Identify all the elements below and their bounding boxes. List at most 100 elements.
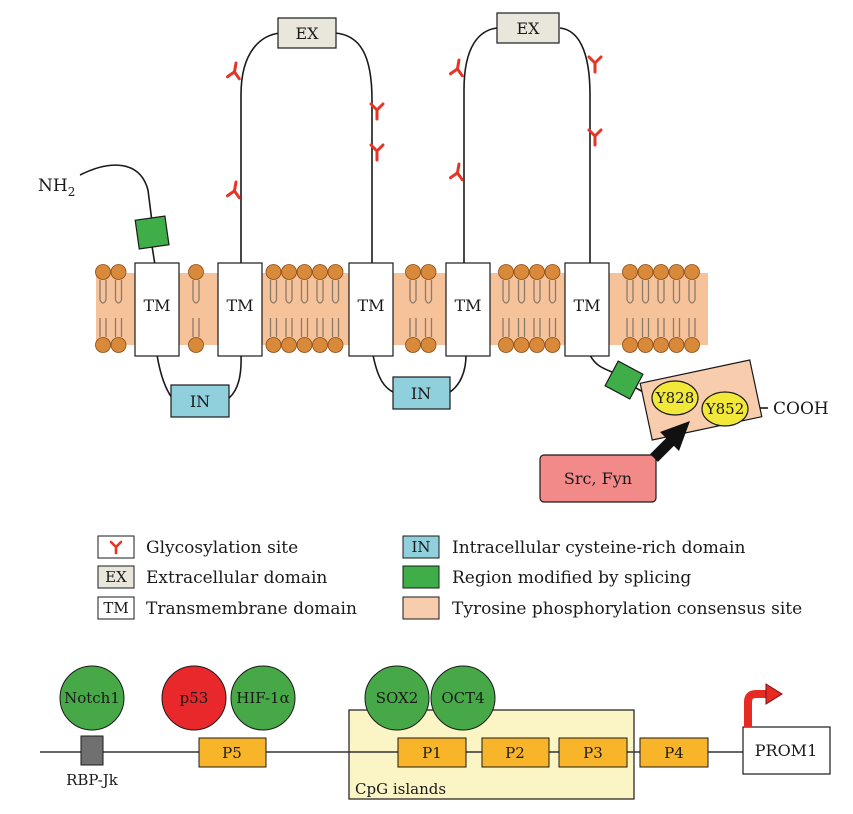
lipid-tail	[331, 280, 340, 337]
lipid-head	[653, 264, 669, 280]
rbp-jk-box	[80, 735, 104, 766]
svg-text:TM: TM	[573, 296, 600, 315]
svg-text:Tyrosine phosphorylation conse: Tyrosine phosphorylation consensus site	[452, 599, 802, 619]
glyco-site-icon	[587, 55, 603, 74]
kinase-box: Src, Fyn	[539, 454, 657, 503]
y852-site	[701, 391, 749, 427]
glyco-site-icon	[369, 143, 385, 162]
glyco-site-icon	[225, 61, 241, 81]
lipid-head	[420, 264, 437, 280]
factor-notch1: Notch1	[59, 665, 125, 731]
glyco-site-icon	[369, 102, 385, 121]
tm-domain-1: TM	[134, 262, 180, 357]
svg-text:TM: TM	[226, 296, 253, 315]
svg-text:Transmembrane domain: Transmembrane domain	[146, 599, 357, 619]
lipid-head	[684, 264, 700, 280]
promoter-p5: P5	[198, 737, 267, 768]
lipid-tail	[285, 280, 293, 337]
svg-text:Extracellular domain: Extracellular domain	[146, 568, 327, 588]
lipid-tail	[533, 280, 541, 337]
transcription-start-arrow-icon	[744, 683, 783, 727]
svg-text:p53: p53	[180, 689, 209, 707]
svg-text:IN: IN	[190, 392, 210, 411]
in-domain-1: IN	[170, 384, 230, 418]
lipid-head	[327, 337, 344, 353]
promoter-p2: P2	[481, 737, 550, 768]
lipid-head	[637, 337, 654, 353]
lipid-head	[312, 264, 328, 280]
lipid-head	[296, 264, 313, 280]
protein-chain	[79, 27, 768, 409]
lipid-head	[668, 337, 685, 353]
glyco-icon	[109, 540, 123, 555]
promoter-p4: P4	[639, 737, 709, 768]
lipid-tail	[99, 280, 107, 337]
lipid-head	[529, 264, 545, 280]
lipid-tail	[641, 280, 650, 337]
arrow-icon	[650, 421, 690, 462]
lipid-tail	[688, 280, 696, 337]
lipid-head	[110, 337, 127, 353]
lipid-head	[327, 264, 344, 280]
glyco-site-icon	[448, 162, 464, 182]
lipid-tail	[548, 280, 557, 337]
lipid-tail	[517, 280, 526, 337]
svg-text:Y852: Y852	[705, 400, 745, 418]
svg-text:HIF-1α: HIF-1α	[236, 689, 289, 707]
svg-text:RBP-Jk: RBP-Jk	[66, 771, 119, 789]
lipid-head	[498, 337, 514, 353]
svg-text:TM: TM	[143, 296, 170, 315]
factor-sox2: SOX2	[364, 665, 430, 731]
nh2-label: NH2	[38, 176, 75, 199]
lipid-tail	[502, 280, 510, 337]
promoter-p1: P1	[397, 737, 467, 768]
lipid-head	[513, 337, 530, 353]
svg-text:TM: TM	[454, 296, 481, 315]
lipid-head	[544, 337, 561, 353]
lipid-head	[281, 264, 297, 280]
svg-text:Y828: Y828	[655, 389, 695, 407]
lipid-tail	[300, 280, 309, 337]
legend: Glycosylation site EX Extracellular doma…	[97, 535, 802, 620]
glycosylation-sites	[225, 55, 603, 200]
lipid-head	[544, 264, 561, 280]
svg-text:EX: EX	[295, 24, 319, 43]
in-domain-2: IN	[392, 376, 451, 410]
ex-domain-1: EX	[277, 17, 337, 49]
factor-p53: p53	[161, 665, 227, 731]
lipid-tail	[114, 280, 123, 337]
lipid-head	[622, 337, 638, 353]
lipid-head	[513, 264, 530, 280]
lipid-head	[622, 264, 638, 280]
lipid-head	[281, 337, 297, 353]
svg-text:EX: EX	[105, 568, 127, 586]
svg-text:SOX2: SOX2	[376, 689, 419, 707]
svg-text:OCT4: OCT4	[441, 689, 484, 707]
legend-item-in: IN Intracellular cysteine-rich domain	[402, 535, 745, 559]
tm-domain-2: TM	[217, 262, 263, 357]
splice-region-n	[134, 215, 170, 250]
legend-item-tm: TM Transmembrane domain	[97, 596, 357, 620]
svg-text:IN: IN	[411, 384, 431, 403]
lipid-head	[405, 337, 421, 353]
svg-text:Notch1: Notch1	[64, 689, 120, 707]
tm-domain-5: TM	[564, 262, 610, 357]
splice-region-c	[604, 360, 644, 400]
svg-text:EX: EX	[516, 19, 540, 38]
lipid-tail	[626, 280, 634, 337]
factor-oct4: OCT4	[430, 665, 496, 731]
lipid-head	[312, 337, 328, 353]
lipid-tail	[316, 280, 324, 337]
svg-text:PROM1: PROM1	[755, 741, 818, 760]
lipid-tail	[657, 280, 665, 337]
prom1-gene: PROM1	[742, 726, 831, 775]
tyrosine-site: Y828 Y852	[639, 359, 763, 441]
tm-domain-3: TM	[348, 262, 394, 357]
lipid-head	[188, 337, 204, 353]
svg-text:TM: TM	[103, 599, 128, 617]
factor-hif1a: HIF-1α	[230, 665, 296, 731]
svg-text:TM: TM	[357, 296, 384, 315]
promoter-p3: P3	[558, 737, 628, 768]
svg-text:Region modified by splicing: Region modified by splicing	[452, 568, 691, 588]
